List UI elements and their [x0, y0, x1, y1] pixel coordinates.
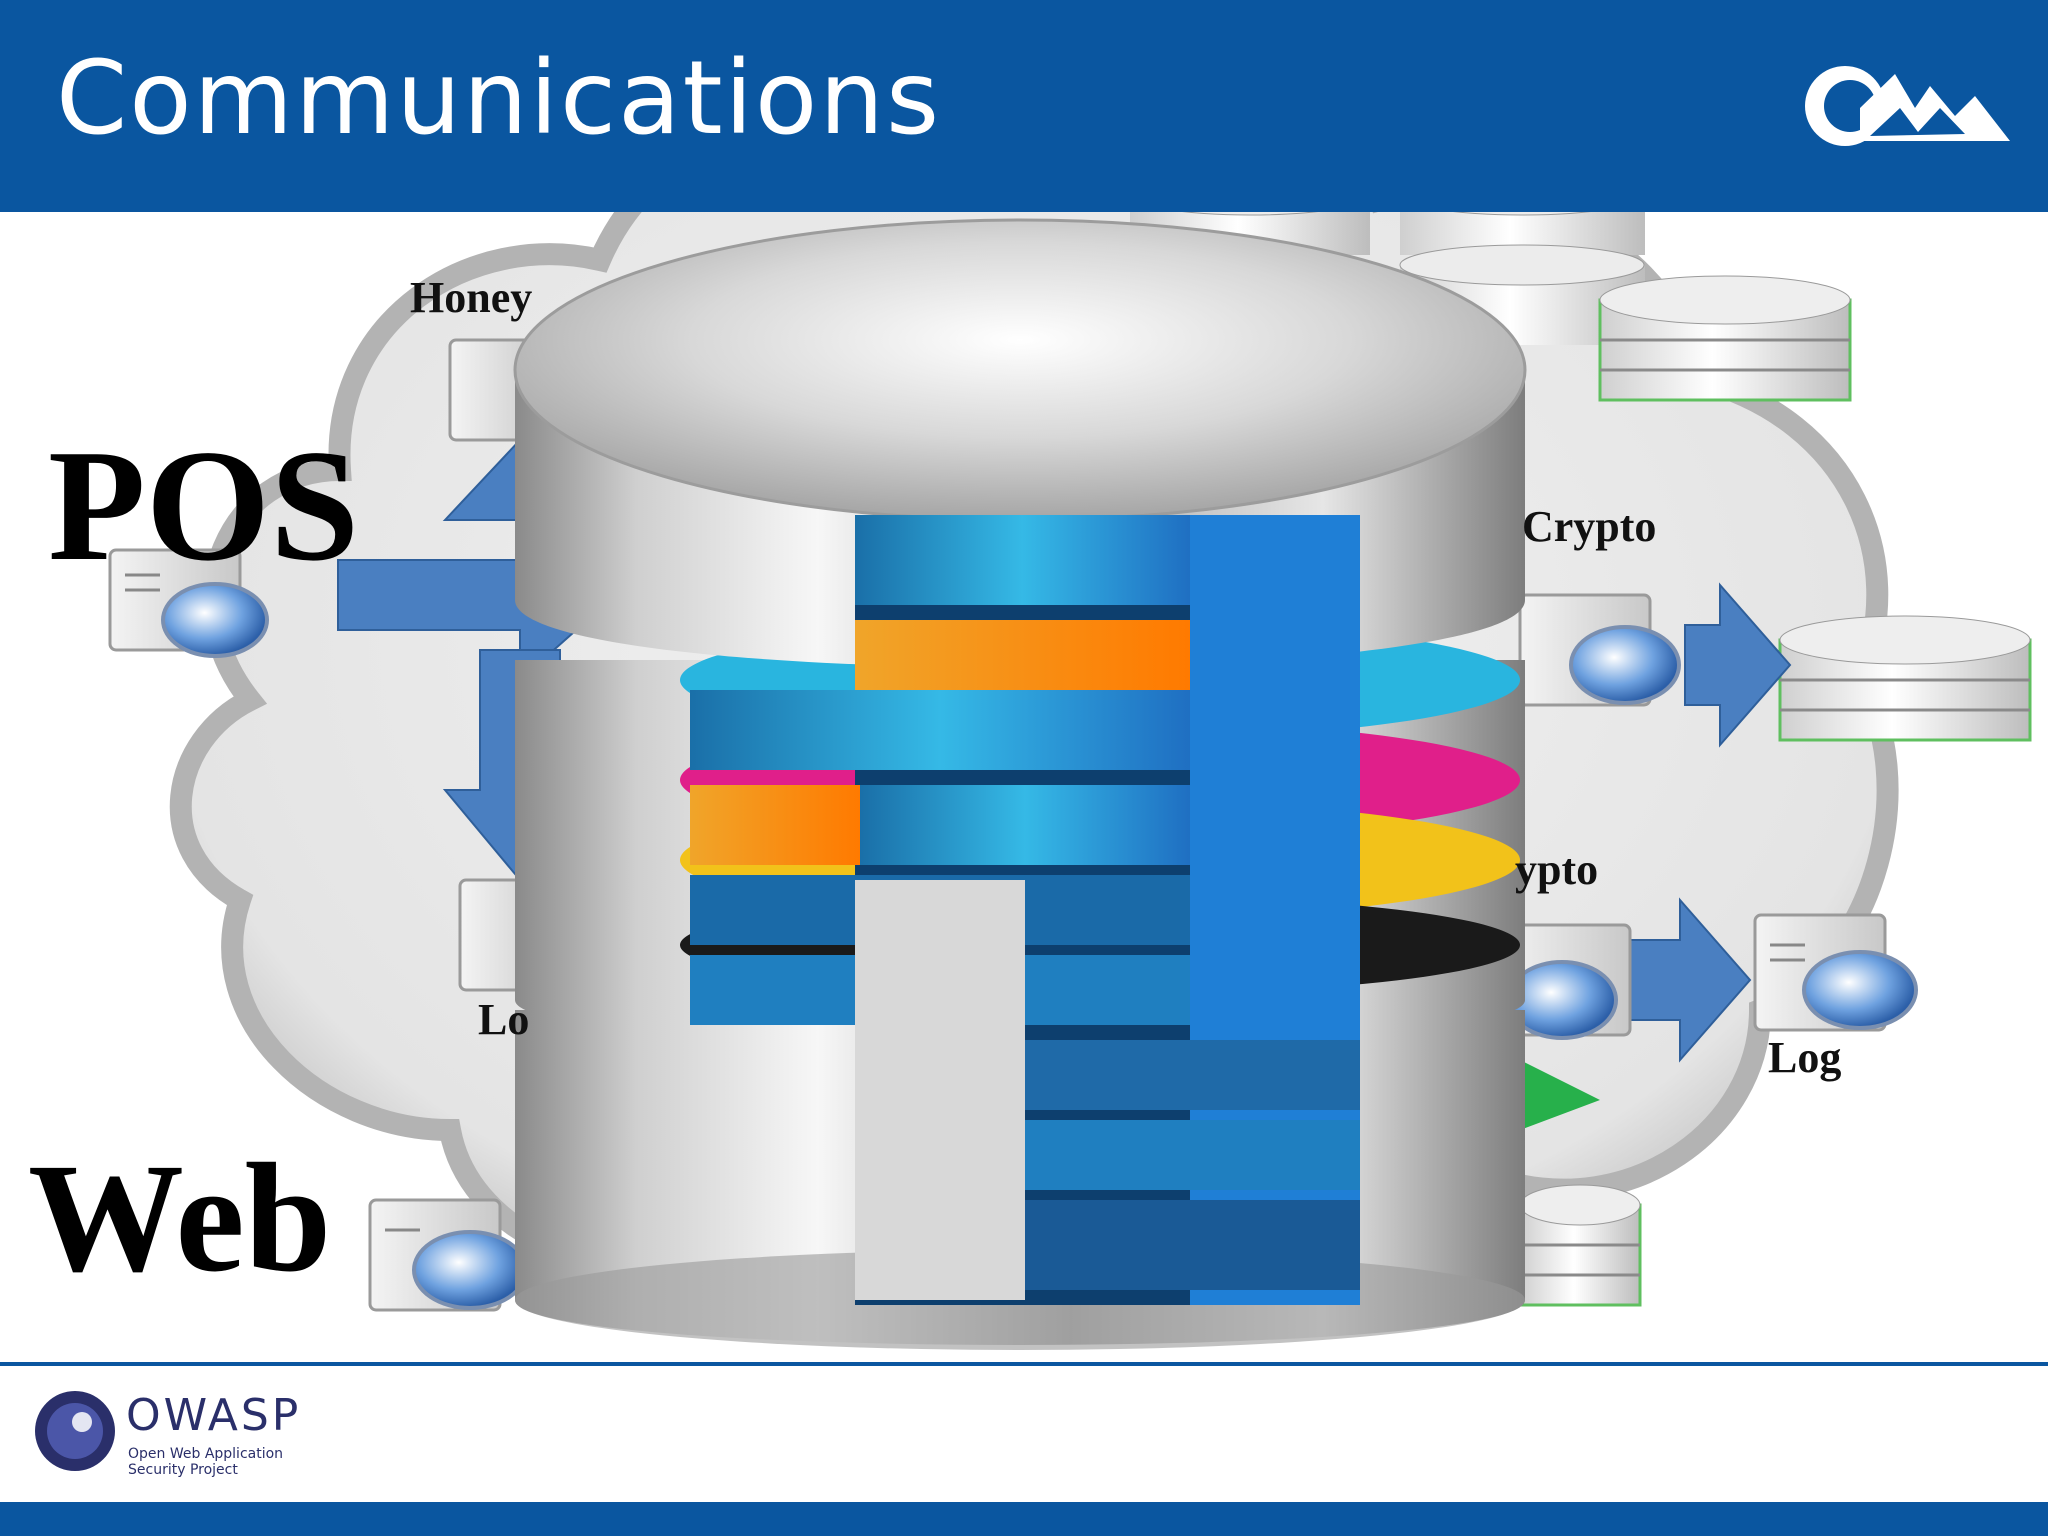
server-globe-icon: [1753, 913, 1918, 1032]
label-crypto-top: Crypto: [1522, 502, 1657, 551]
server-globe-icon: [108, 548, 269, 658]
owasp-name: OWASP: [126, 1390, 302, 1441]
label-crypto-mid: ypto: [1515, 845, 1599, 894]
mountain-logo-icon: [1805, 66, 2010, 146]
footer-bar: [0, 1502, 2048, 1536]
owasp-subtitle: Open Web Application Security Project: [128, 1446, 328, 1478]
owasp-logo: OWASP Open Web Application Security Proj…: [30, 1386, 330, 1486]
owasp-sub-line-1: Open Web Application: [128, 1446, 284, 1462]
slide-title: Communications: [56, 39, 942, 158]
label-pos: POS: [48, 416, 360, 594]
server-globe-icon: [1518, 593, 1681, 707]
label-web: Web: [28, 1131, 332, 1304]
arrow-icon: [1520, 1060, 1600, 1130]
db-stack-icon: [1518, 1184, 1642, 1307]
footer-divider: [0, 1362, 2048, 1366]
label-log-left: Lo: [478, 995, 530, 1044]
label-log-right: Log: [1768, 1033, 1842, 1082]
server-globe-icon: [1498, 923, 1632, 1040]
db-stack-icon: [1778, 615, 2032, 742]
label-honey: Honey: [410, 273, 533, 322]
database-icon: [513, 218, 1527, 1350]
owasp-sub-line-2: Security Project: [128, 1462, 238, 1478]
server-globe-icon: [368, 1198, 528, 1312]
db-stack-icon: [1598, 275, 1852, 402]
title-bar: [0, 0, 2048, 212]
owasp-globe-icon: [35, 1391, 115, 1471]
